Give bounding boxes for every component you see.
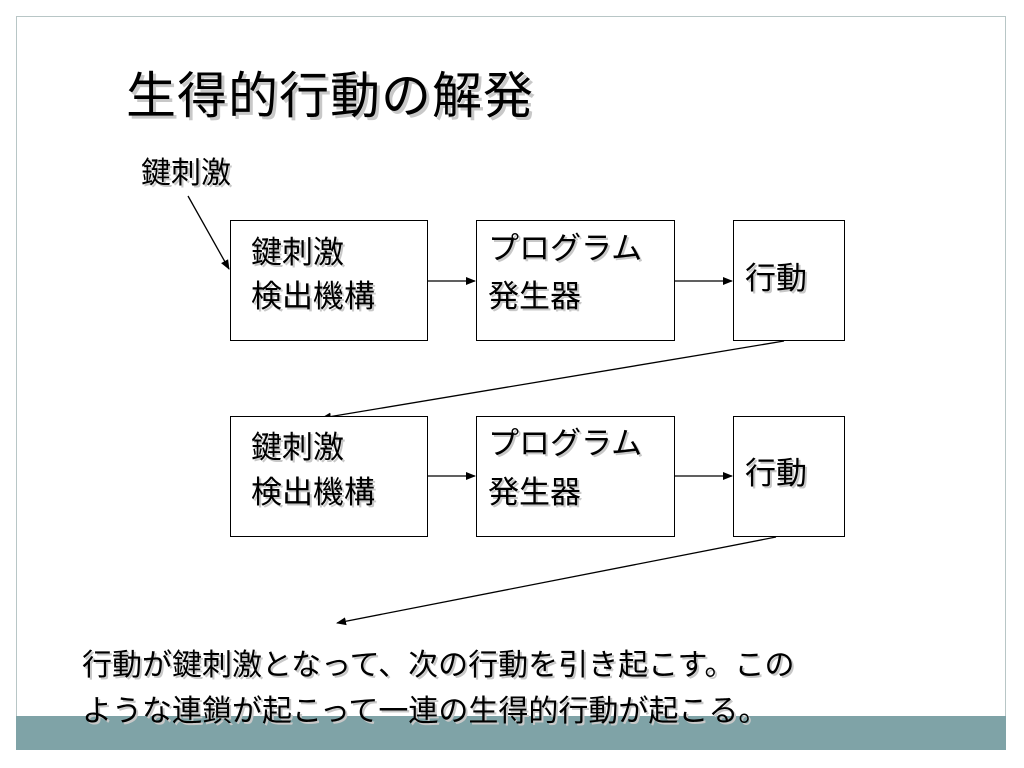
arrow-action-2-to-next (336, 536, 777, 626)
slide (16, 16, 1006, 750)
generator-box-2 (476, 416, 675, 537)
footer-band (16, 716, 1006, 750)
action-1-label: 行動 (745, 261, 807, 297)
detector-2-line2: 検出機構 (251, 475, 375, 511)
detector-1-line1: 鍵刺激 (251, 235, 344, 271)
generator-box-1 (476, 220, 675, 341)
detector-box-1 (230, 220, 428, 341)
caption-line-1: 行動が鍵刺激となって、次の行動を引き起こす。この (82, 648, 795, 683)
arrow-action-1-to-detector-2 (321, 340, 785, 421)
detector-box-2 (230, 416, 428, 537)
slide-title: 生得的行動の解発 (126, 67, 534, 125)
caption-line-2: ような連鎖が起こって一連の生得的行動が起こる。 (82, 694, 769, 729)
detector-2-line1: 鍵刺激 (251, 430, 344, 466)
key-stimulus-label: 鍵刺激 (141, 156, 231, 191)
arrow-key-stimulus-to-detector-1 (187, 195, 230, 270)
action-box-1 (733, 220, 845, 341)
generator-2-line2: 発生器 (488, 475, 581, 511)
caption: 行動が鍵刺激となって、次の行動を引き起こす。この ような連鎖が起こって一連の生得… (82, 643, 982, 735)
detector-1-line2: 検出機構 (251, 279, 375, 315)
generator-1-line2: 発生器 (488, 279, 581, 315)
generator-1-line1: プログラム (488, 231, 643, 267)
action-2-label: 行動 (745, 456, 807, 492)
generator-2-line1: プログラム (488, 426, 643, 462)
action-box-2 (733, 416, 845, 537)
